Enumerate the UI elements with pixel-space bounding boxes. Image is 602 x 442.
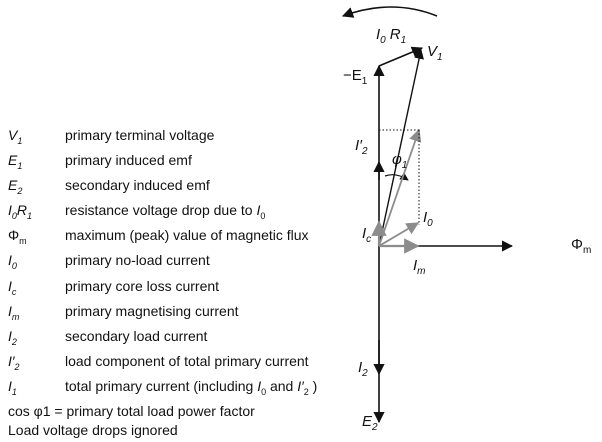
legend-row-i2-prime: I′2 load component of total primary curr… (8, 352, 368, 377)
legend-symbol: E1 (8, 152, 23, 171)
power-factor-note: cos φ1 = primary total load power factor (8, 402, 368, 421)
legend-symbol: V1 (8, 127, 23, 146)
legend-description: load component of total primary current (65, 352, 309, 369)
legend-description: primary induced emf (65, 152, 192, 169)
label-i2: I2 (358, 359, 368, 379)
legend-row-v1: V1 primary terminal voltage (8, 126, 368, 151)
legend-row-i1: I1 total primary current (including I0 a… (8, 377, 368, 402)
rotation-arrow (341, 6, 438, 18)
legend-row-im: Im primary magnetising current (8, 302, 368, 327)
legend-row-i0: I0 primary no-load current (8, 251, 368, 276)
legend-row-flux: Φm maximum (peak) value of magnetic flux (8, 226, 368, 251)
legend-row-e2: E2 secondary induced emf (8, 176, 368, 201)
legend-description: secondary load current (65, 327, 208, 344)
label-i0: I0 (423, 209, 433, 229)
label-v1: V1 (427, 43, 443, 63)
legend-symbol: I0 (8, 252, 17, 272)
legend-symbol: I′2 (8, 352, 20, 372)
legend-symbol: Im (8, 302, 20, 322)
legend-description: primary core loss current (65, 277, 220, 294)
legend-symbol: E2 (8, 177, 23, 196)
v1-vector (378, 49, 424, 247)
legend-symbol: I0R1 (8, 202, 33, 222)
i0r1-vector (378, 46, 424, 67)
legend-description: total primary current (including I0 and … (65, 377, 318, 397)
label-minus-e1: −E1 (343, 67, 368, 87)
legend-description: maximum (peak) value of magnetic flux (65, 227, 309, 244)
label-im: Im (413, 257, 426, 277)
power-factor-text: cos φ1 = primary total load power factor (8, 403, 255, 420)
legend-symbol: I1 (8, 377, 17, 397)
legend-symbol: I2 (8, 327, 17, 347)
label-flux: Φm (571, 236, 591, 256)
footnote: Load voltage drops ignored (8, 421, 368, 440)
label-phi1: φ1 (392, 151, 407, 171)
i0-vector (378, 222, 420, 247)
legend-description: resistance voltage drop due to I0 (65, 202, 266, 222)
i1-vector (378, 128, 422, 247)
legend-row-i2: I2 secondary load current (8, 327, 368, 352)
legend-row-i0r1: I0R1 resistance voltage drop due to I0 (8, 201, 368, 226)
legend-row-ic: Ic primary core loss current (8, 277, 368, 302)
legend: V1 primary terminal voltage E1 primary i… (8, 126, 368, 441)
legend-description: primary no-load current (65, 252, 210, 269)
legend-symbol: Φm (8, 227, 27, 247)
legend-description: secondary induced emf (65, 177, 210, 194)
phi1-arc (384, 172, 409, 181)
label-ic: Ic (362, 225, 371, 245)
legend-description: primary magnetising current (65, 302, 239, 319)
footnote-text: Load voltage drops ignored (8, 422, 178, 439)
legend-symbol: Ic (8, 277, 17, 297)
legend-description: primary terminal voltage (65, 127, 215, 143)
legend-row-e1: E1 primary induced emf (8, 151, 368, 176)
